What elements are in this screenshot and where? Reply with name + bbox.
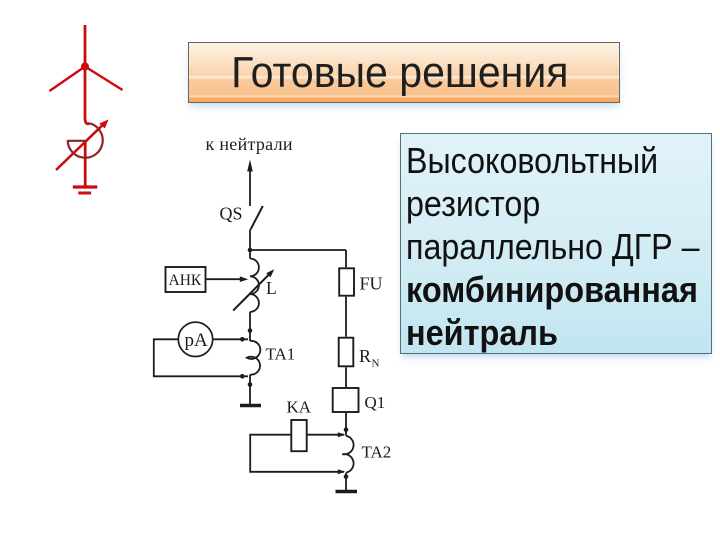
- svg-text:к нейтрали: к нейтрали: [206, 134, 293, 154]
- svg-text:KA: KA: [287, 398, 312, 417]
- svg-text:TA1: TA1: [266, 345, 296, 364]
- svg-text:L: L: [266, 278, 277, 298]
- svg-text:АНК: АНК: [169, 272, 202, 289]
- svg-text:pA: pA: [185, 330, 209, 351]
- svg-text:N: N: [372, 358, 380, 370]
- svg-text:TA2: TA2: [362, 443, 392, 462]
- svg-text:FU: FU: [360, 274, 383, 294]
- svg-text:QS: QS: [220, 204, 243, 224]
- svg-text:R: R: [359, 346, 371, 366]
- svg-text:Q1: Q1: [365, 393, 386, 412]
